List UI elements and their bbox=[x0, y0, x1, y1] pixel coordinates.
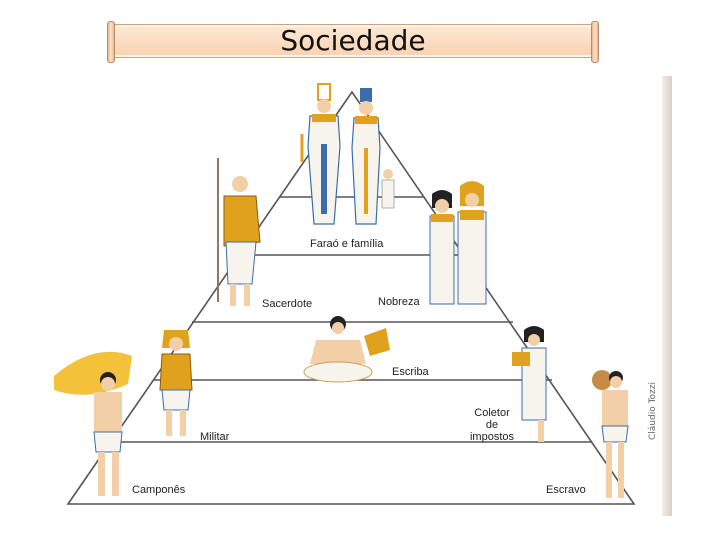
label-farao-familia: Faraó e família bbox=[310, 238, 384, 250]
military-figure bbox=[159, 330, 193, 436]
label-campones: Camponês bbox=[132, 484, 186, 496]
label-coletor-de-impostos: Coletor de impostos bbox=[464, 407, 520, 443]
label-escravo: Escravo bbox=[546, 484, 586, 496]
social-pyramid-illustration bbox=[40, 76, 672, 516]
tax-collector-figure bbox=[512, 326, 547, 442]
scribe-figure bbox=[303, 316, 390, 383]
scroll-roll-left bbox=[107, 21, 115, 63]
priest-figure bbox=[217, 158, 261, 306]
peasant-figure bbox=[54, 351, 132, 496]
slave-figure bbox=[592, 370, 629, 498]
photo-edge-shadow bbox=[662, 76, 672, 516]
noble-figure-2 bbox=[457, 181, 487, 305]
noble-figure-1 bbox=[429, 190, 455, 305]
pyramid-shape bbox=[66, 90, 636, 505]
title-banner: Sociedade bbox=[107, 21, 599, 63]
illustration-credit: Cláudio Tozzi bbox=[648, 381, 658, 440]
label-nobreza: Nobreza bbox=[378, 296, 420, 308]
label-coletor-line-1: Coletor bbox=[474, 407, 510, 419]
label-escriba: Escriba bbox=[392, 366, 429, 378]
slide-title: Sociedade bbox=[280, 24, 426, 57]
queen-figure bbox=[351, 88, 381, 225]
label-militar: Militar bbox=[200, 431, 230, 443]
pyramid-outline bbox=[66, 90, 636, 505]
child-figure bbox=[381, 169, 395, 209]
scroll-roll-right bbox=[591, 21, 599, 63]
label-coletor-line-2: de bbox=[485, 419, 499, 431]
pharaoh-figure bbox=[300, 83, 341, 225]
label-coletor-line-3: impostos bbox=[469, 431, 515, 443]
label-sacerdote: Sacerdote bbox=[262, 298, 313, 310]
